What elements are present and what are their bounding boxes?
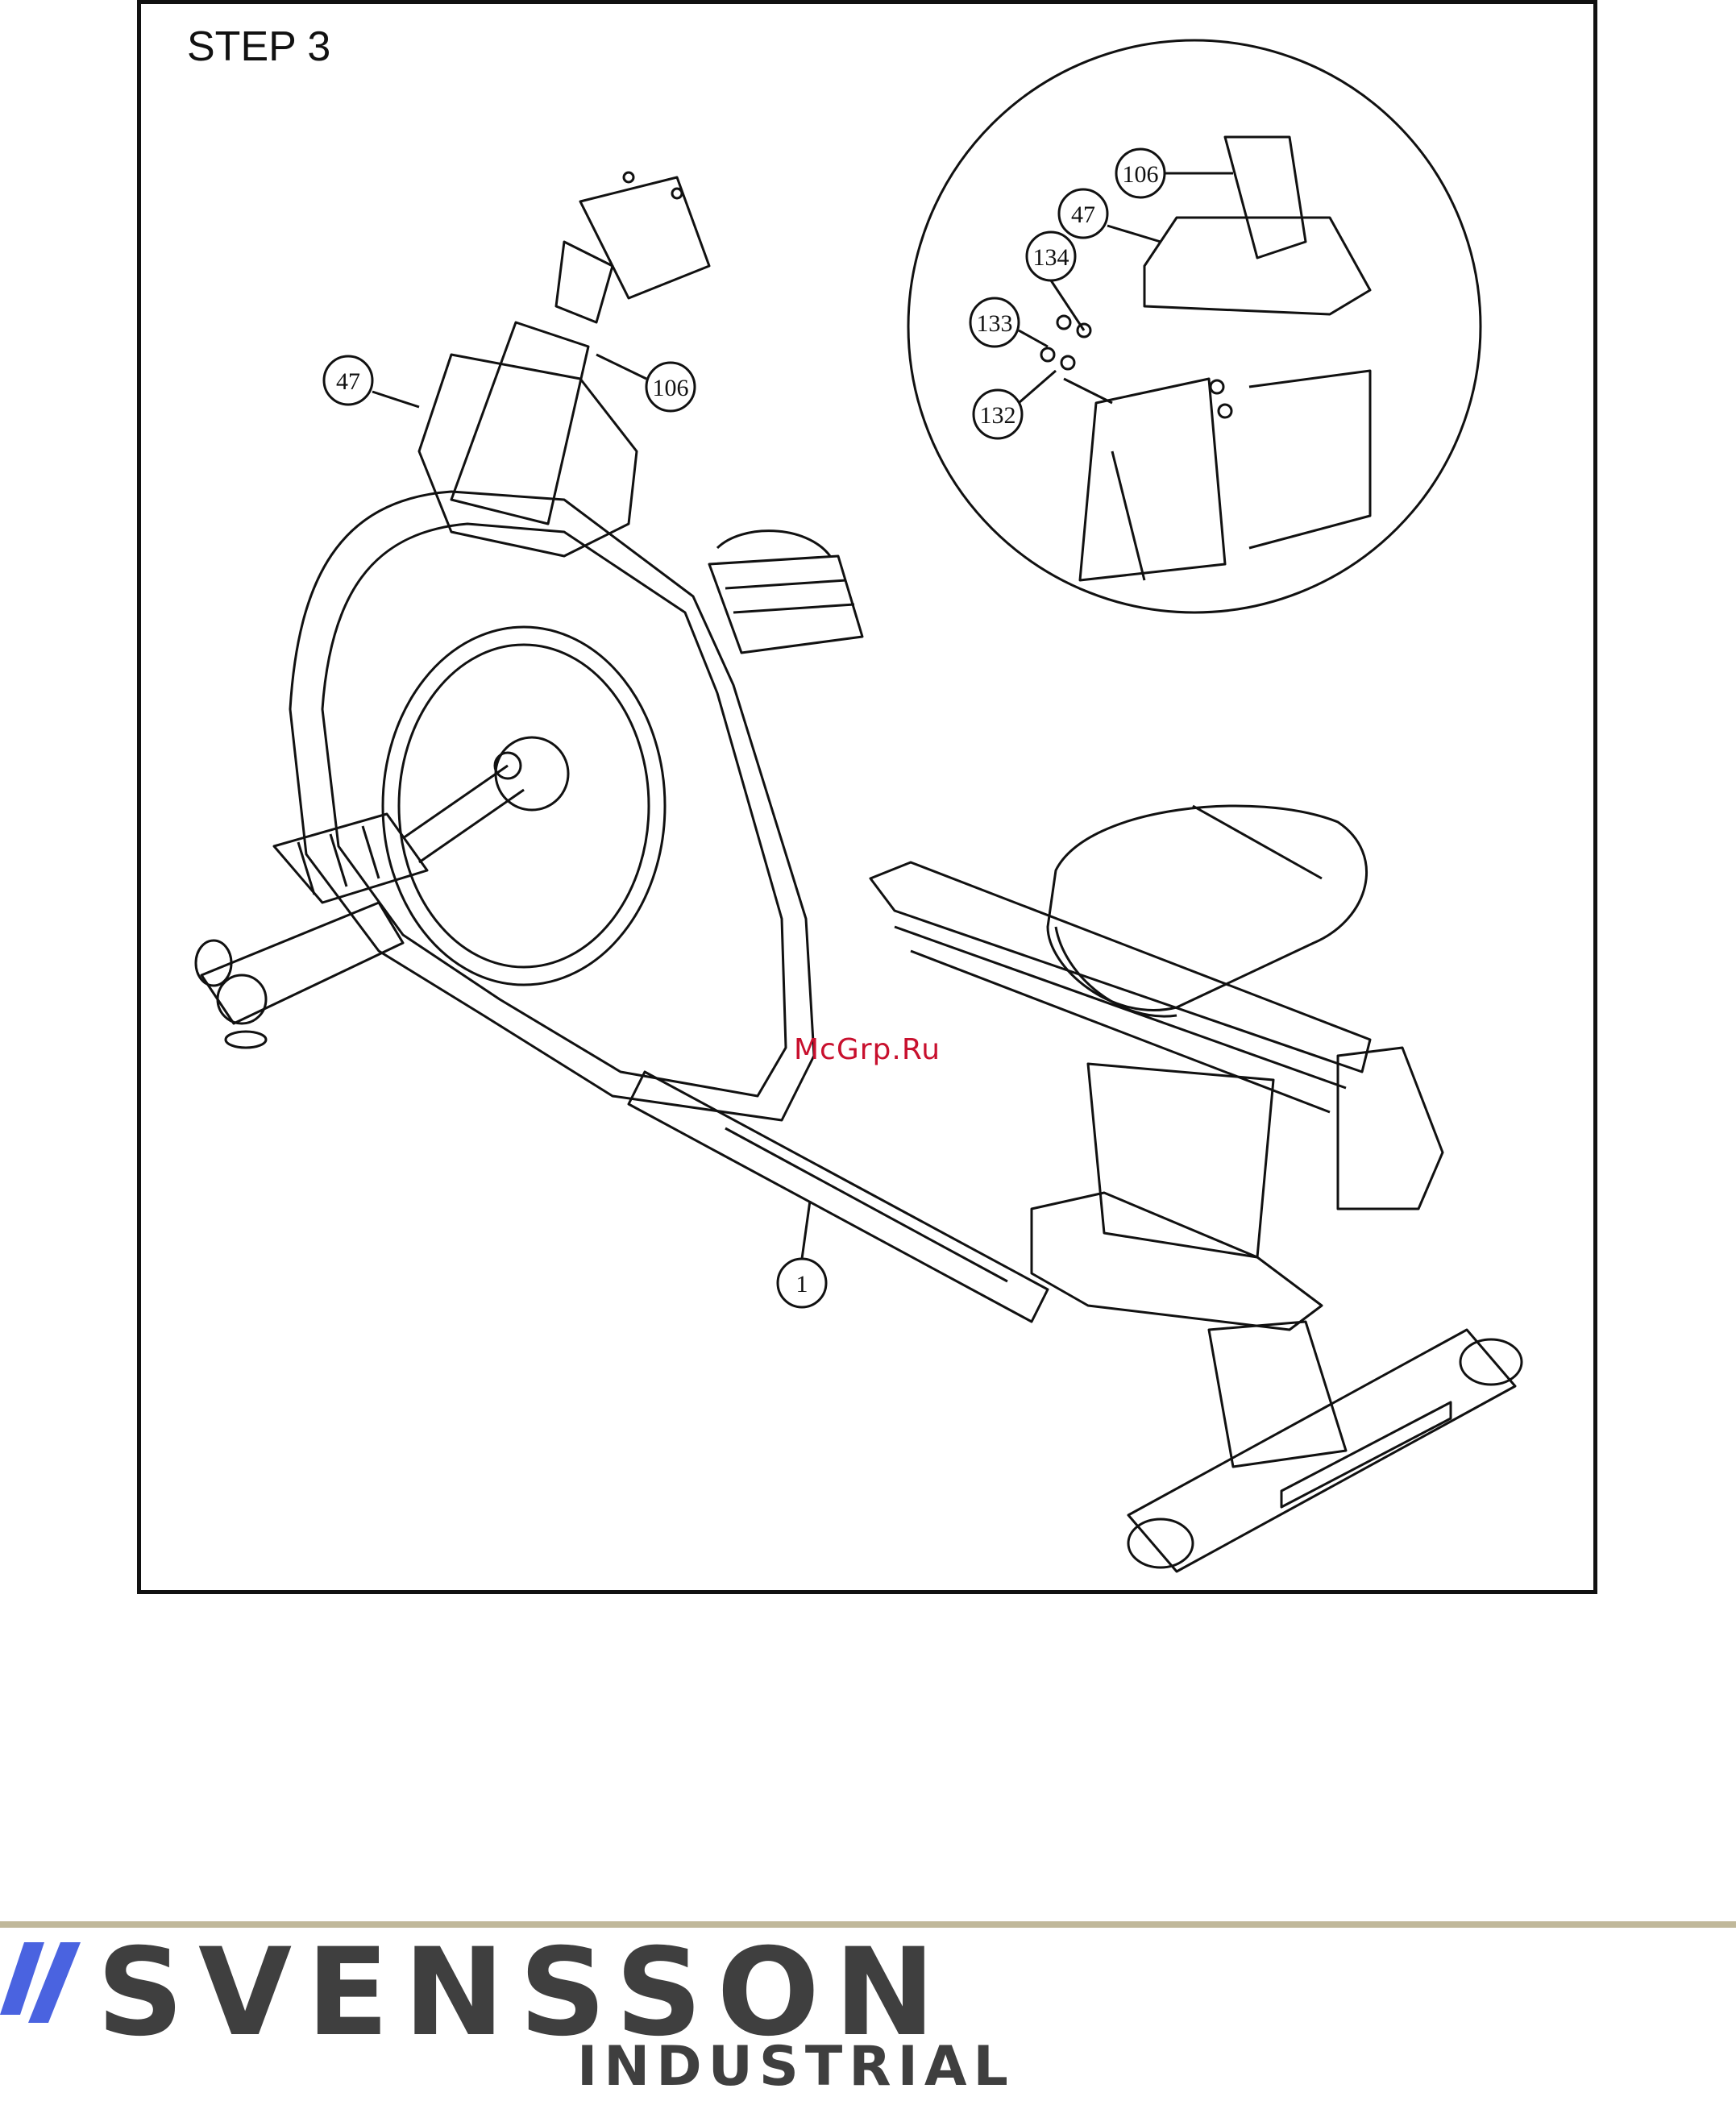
seat-carriage	[1032, 1048, 1443, 1467]
watermark: McGrp.Ru	[794, 1033, 941, 1066]
detail-callout-132: 132	[980, 402, 1016, 429]
detail-callout-106: 106	[1123, 161, 1159, 188]
brand-subtitle: INDUSTRIAL	[577, 2039, 1015, 2095]
seat	[1048, 806, 1367, 1016]
flywheel-housing	[290, 492, 814, 1120]
brand-slash-logo	[0, 1934, 97, 2031]
detail-callout-133: 133	[977, 310, 1013, 337]
callout-47: 47	[336, 368, 360, 395]
callout-1: 1	[796, 1271, 808, 1298]
callout-106: 106	[653, 375, 689, 401]
recumbent-bike-assembly-drawing: 47 106 1 106 47 134 133 132	[0, 0, 1736, 1612]
callout-circles	[324, 149, 1233, 1307]
front-stabilizer	[196, 903, 403, 1048]
rear-stabilizer	[1128, 1330, 1522, 1572]
pedals-and-crank	[274, 531, 862, 903]
main-frame-beam	[629, 1072, 1048, 1322]
seat-rail	[870, 862, 1370, 1112]
detail-callout-134: 134	[1033, 244, 1069, 271]
detail-callout-47: 47	[1071, 201, 1095, 228]
